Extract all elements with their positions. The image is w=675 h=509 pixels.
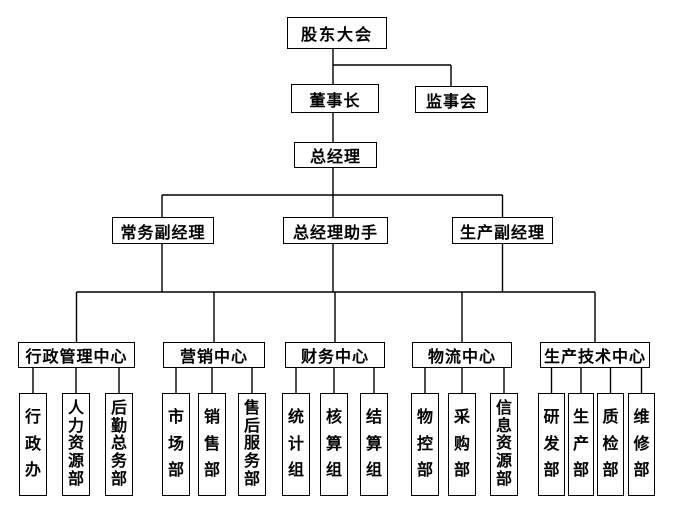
node-marketing-center: 营销中心 xyxy=(163,342,265,368)
node-gm-assistant: 总经理助手 xyxy=(283,217,388,244)
node-accounting-group: 核算组 xyxy=(320,393,348,496)
node-finance-center: 财务中心 xyxy=(285,342,385,368)
node-production-tech-center: 生产技术中心 xyxy=(540,342,650,368)
node-rd-dept: 研发部 xyxy=(538,393,565,496)
node-production-deputy-manager: 生产副经理 xyxy=(452,217,553,244)
node-logistics-general-affairs-dept: 后勤总务部 xyxy=(105,393,133,496)
node-market-dept: 市场部 xyxy=(162,393,190,496)
node-maintenance-dept: 维修部 xyxy=(628,393,655,496)
node-info-resources-dept: 信息资源部 xyxy=(490,393,518,496)
node-settlement-group: 结算组 xyxy=(360,393,388,496)
node-purchasing-dept: 采购部 xyxy=(448,393,476,496)
node-hr-department: 人力资源部 xyxy=(62,393,90,496)
node-production-dept: 生产部 xyxy=(568,393,594,496)
node-general-manager: 总经理 xyxy=(294,142,377,168)
node-after-sales-service-dept: 售后服务部 xyxy=(238,393,266,496)
node-executive-deputy-manager: 常务副经理 xyxy=(112,217,214,244)
node-admin-office: 行政办 xyxy=(19,393,47,496)
node-shareholders-meeting: 股东大会 xyxy=(287,17,387,49)
node-chairman: 董事长 xyxy=(291,84,379,113)
node-admin-management-center: 行政管理中心 xyxy=(18,342,135,368)
node-quality-inspection-dept: 质检部 xyxy=(597,393,624,496)
node-material-control-dept: 物控部 xyxy=(411,393,439,496)
node-supervisory-board: 监事会 xyxy=(415,86,488,113)
node-statistics-group: 统计组 xyxy=(282,393,310,496)
node-sales-dept: 销售部 xyxy=(198,393,226,496)
node-logistics-center: 物流中心 xyxy=(412,342,512,368)
